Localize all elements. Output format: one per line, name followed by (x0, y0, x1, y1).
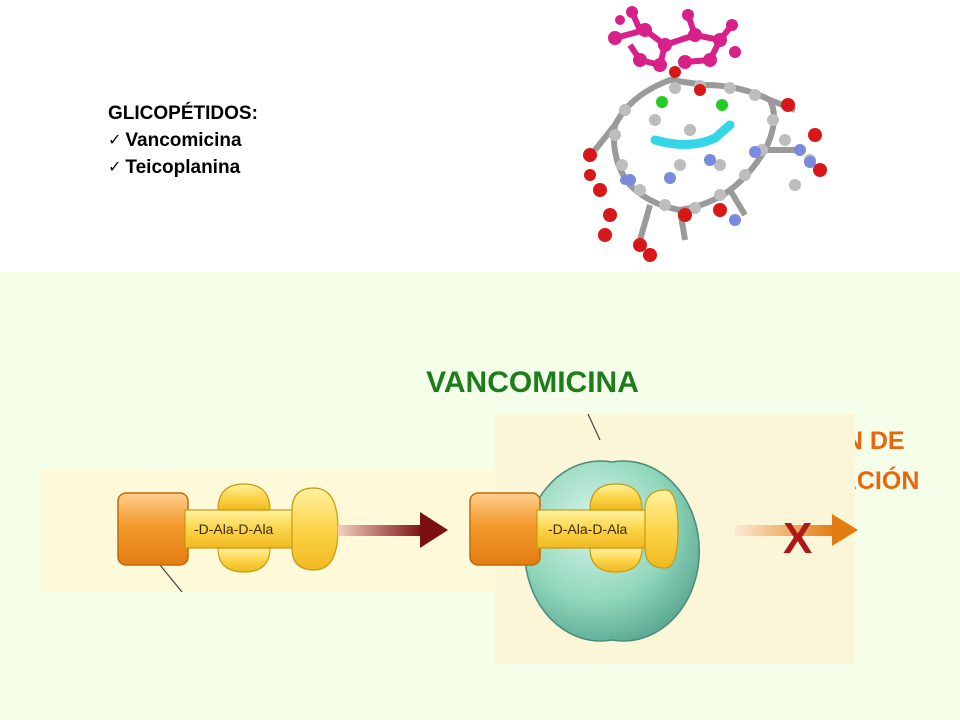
drug-title: VANCOMICINA (426, 366, 639, 399)
upper-panel (0, 0, 960, 272)
left-peptide-chain (184, 509, 306, 549)
left-peptide-group: -D-Ala-D-Ala (117, 483, 339, 573)
list-item-label: Teicoplanina (125, 157, 241, 178)
left-peptide-label: -D-Ala-D-Ala (194, 521, 274, 537)
left-peptide-terminal (291, 487, 339, 571)
vancomycin-molecule-model (583, 6, 827, 262)
list-heading: GLICOPÉTIDOS: (108, 103, 258, 124)
check-icon: ✓ (108, 132, 122, 149)
list-item-label: Vancomicina (125, 130, 242, 151)
blocked-x-icon: X (783, 514, 812, 563)
right-connector-line (587, 413, 601, 441)
right-peptide-bump-top (589, 483, 643, 511)
left-peptide-bump-top (217, 483, 271, 511)
check-icon: ✓ (108, 159, 122, 176)
right-cell-wall-block (469, 492, 541, 566)
left-connector-line (159, 564, 183, 593)
right-peptide-label: -D-Ala-D-Ala (548, 521, 628, 537)
left-cell-wall-block (117, 492, 189, 566)
right-peptide-terminal (644, 489, 679, 569)
reaction-arrow (338, 512, 448, 548)
left-peptide-bump-bottom (217, 547, 271, 573)
glycopeptide-list: GLICOPÉTIDOS: ✓ Vancomicina ✓ Teicoplani… (108, 100, 258, 181)
blocked-arrow: X (735, 514, 858, 563)
right-peptide-group: -D-Ala-D-Ala (469, 460, 701, 642)
right-peptide-bump-bottom (589, 547, 643, 573)
list-item-teicoplanina: ✓ Teicoplanina (108, 154, 258, 181)
list-item-vancomicina: ✓ Vancomicina (108, 127, 258, 154)
